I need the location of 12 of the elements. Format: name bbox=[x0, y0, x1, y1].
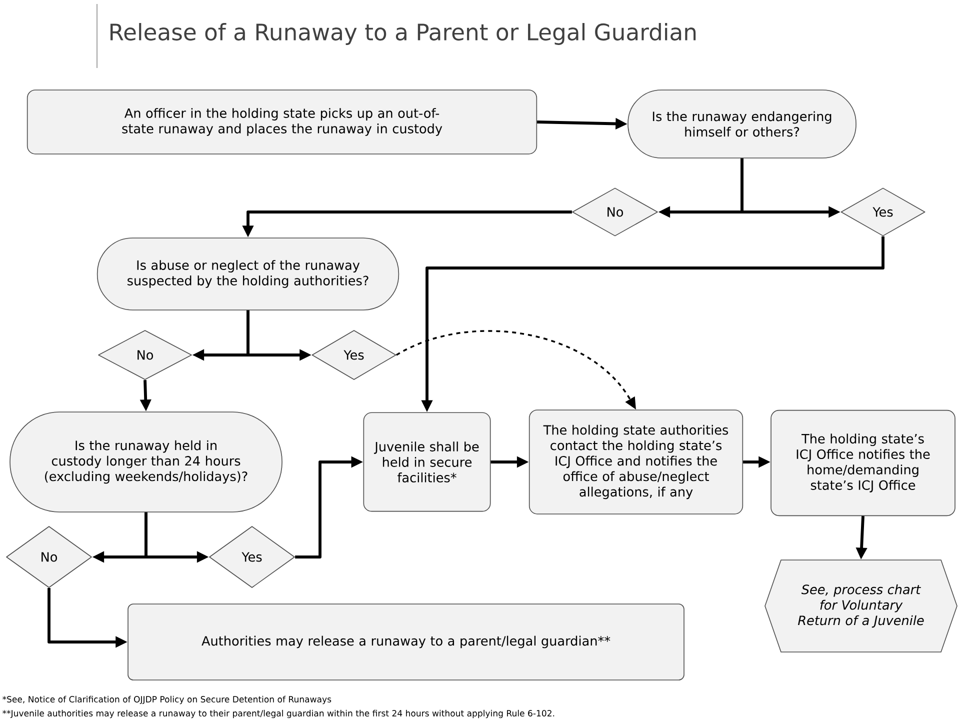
outcome-box: Authorities may release a runaway to a parent/legal guardian** bbox=[128, 604, 684, 680]
process-box: The holding state authorities contact the holding state’s ICJ Office and notifies the office of abuse/neglect allegations, if any bbox=[528, 410, 744, 514]
decision-terminal: Is the runaway held in custody longer than 24 hours (excluding weekends/holidays)? bbox=[10, 412, 282, 512]
footnote: **Juvenile authorities may release a runaway to their parent/legal guardian within the first 24 hours without applying Rule 6-102. bbox=[2, 710, 554, 718]
process-box: An officer in the holding state picks up an out-of-state runaway and places the runaway in custody bbox=[26, 90, 538, 154]
process-box: Juvenile shall be held in secure facilities* bbox=[363, 412, 491, 512]
decision-terminal: Is the runaway endangering himself or others? bbox=[628, 90, 856, 158]
footnote: *See, Notice of Clarification of OJJDP Policy on Secure Detention of Runaways bbox=[2, 696, 332, 704]
decision-terminal: Is abuse or neglect of the runaway suspected by the holding authorities? bbox=[96, 238, 400, 310]
process-box: The holding state’s ICJ Office notifies the home/demanding state’s ICJ Office bbox=[770, 410, 956, 516]
reference-hexagon: See, process chart for Voluntary Return of a Juvenile bbox=[764, 560, 958, 652]
title: Release of a Runaway to a Parent or Legal Guardian bbox=[110, 23, 696, 45]
